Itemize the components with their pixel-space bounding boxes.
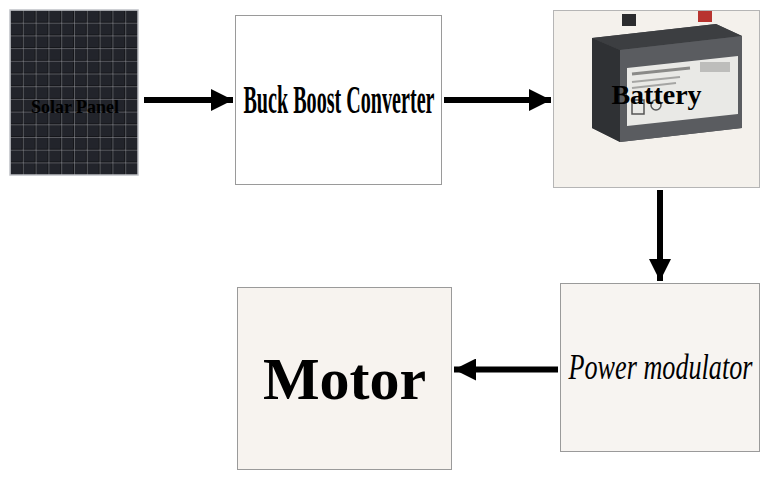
node-label: Solar Panel [31,98,119,118]
flow-arrow [444,97,551,103]
node-label: Battery [611,80,701,111]
battery-box: Battery [553,10,760,188]
converter-box: Buck Boost Converter [235,15,442,185]
battery-picture [592,10,742,142]
node-label: Motor [263,346,426,412]
flow-arrow [144,97,233,103]
flow-arrow [454,367,558,373]
converter-box-ground [235,15,442,185]
battery-box-ground [553,10,760,188]
solar-panel: Solar Panel [8,8,142,212]
modulator-box: Power modulator [560,283,760,452]
flow-arrow [657,190,663,281]
modulator-box-ground [560,283,760,452]
solar-panel-picture [10,10,138,175]
node-label: Buck Boost Converter [243,78,434,122]
node-label: Power modulator [568,348,752,388]
motor-box: Motor [237,287,452,470]
motor-box-ground [237,287,452,470]
